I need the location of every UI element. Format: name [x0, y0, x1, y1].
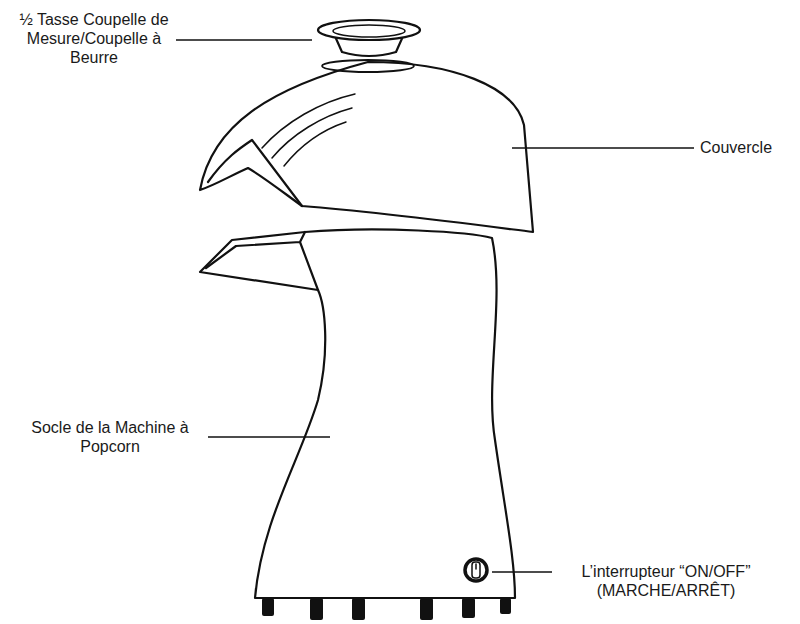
part-label: ½ Tasse Coupelle de Mesure/Coupelle à Be…: [8, 10, 180, 67]
base-chute-detail: [206, 232, 318, 290]
switch-rocker: [472, 562, 480, 578]
lid-ridges: [262, 94, 355, 166]
cup-inner-rim: [333, 25, 405, 37]
cup-rim: [318, 20, 420, 40]
lid-spout-inner: [208, 140, 302, 206]
machine-base: [200, 230, 515, 598]
machine-feet: [262, 598, 511, 620]
leader-line: [176, 39, 312, 40]
switch-mark: [475, 564, 477, 569]
part-label: L’interrupteur “ON/OFF” (MARCHE/ARRÊT): [556, 562, 776, 600]
part-label: Couvercle: [700, 138, 790, 157]
part-label: Socle de la Machine à Popcorn: [14, 418, 206, 456]
lid: [200, 62, 533, 232]
leader-line: [208, 436, 330, 437]
lid-opening: [322, 60, 414, 72]
leader-line: [512, 147, 694, 148]
power-switch: [465, 559, 487, 581]
leader-line: [492, 571, 552, 572]
